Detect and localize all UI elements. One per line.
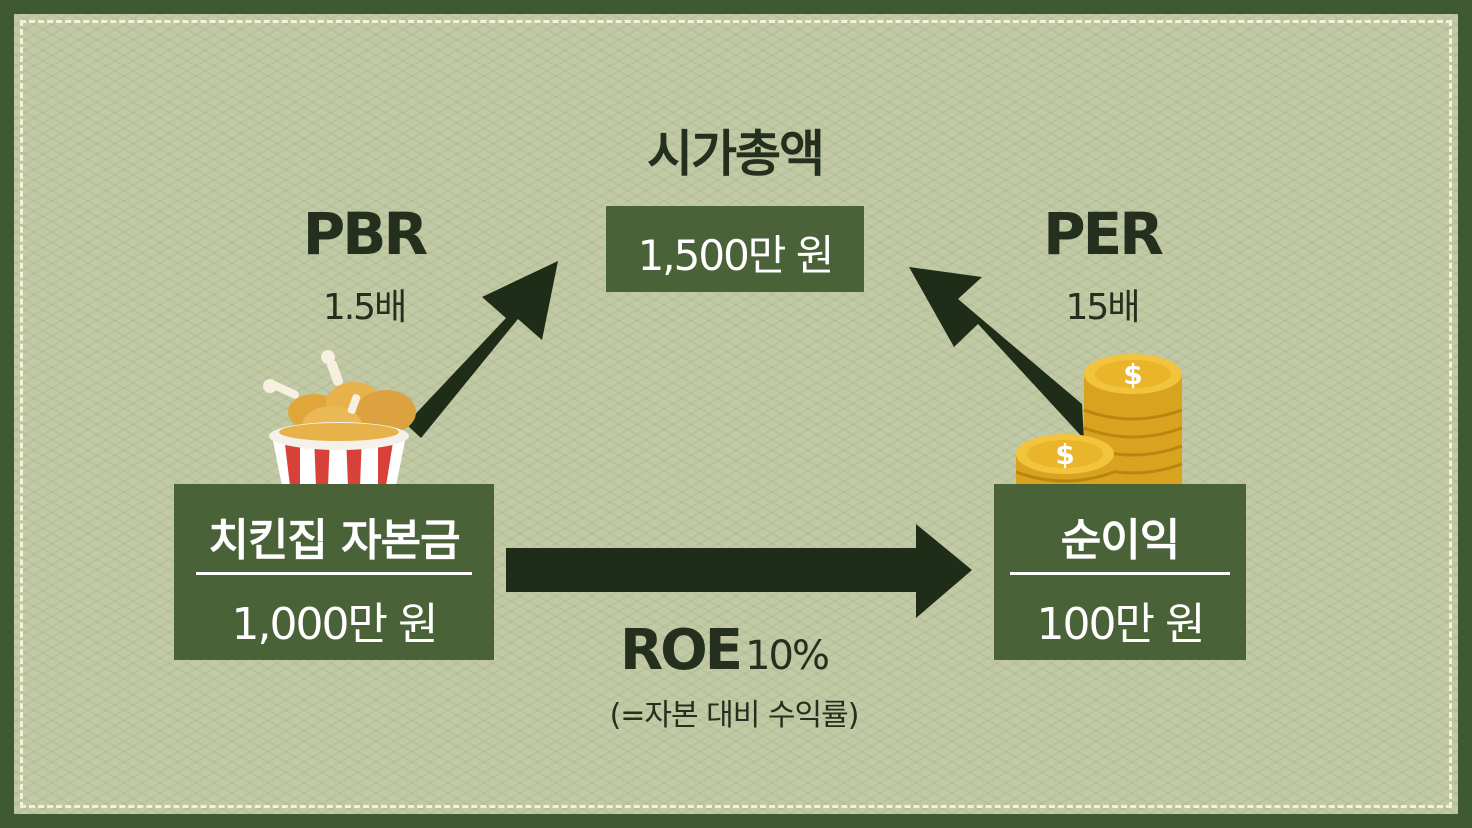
capital-title: 치킨집 자본금 (208, 515, 460, 566)
roe-name: ROE (620, 618, 743, 683)
pbr-value: 1.5배 (322, 287, 407, 328)
pbr-arrow (406, 261, 558, 438)
market-cap-value: 1,500만 원 (637, 231, 835, 280)
capital-box: 치킨집 자본금 1,000만 원 (174, 484, 494, 660)
pbr-label: PBR (302, 200, 428, 268)
net-profit-title: 순이익 (1060, 515, 1180, 566)
dollar-icon-small: $ (1055, 438, 1074, 471)
roe-description: (=자본 대비 수익률) (609, 698, 860, 733)
market-cap-title: 시가총액 (647, 125, 825, 183)
net-profit-box: 순이익 100만 원 (994, 484, 1246, 660)
per-arrow (909, 267, 1084, 439)
capital-divider (196, 572, 472, 575)
roe-label: ROE 10% (574, 618, 874, 683)
net-profit-value: 100만 원 (1036, 599, 1206, 650)
capital-value: 1,000만 원 (231, 599, 439, 650)
net-profit-divider (1010, 572, 1230, 575)
diagram-canvas: 시가총액 1,500만 원 PBR 1.5배 PER 15배 (14, 14, 1458, 814)
per-label: PER (1043, 200, 1164, 268)
roe-arrow (506, 524, 972, 618)
roe-value: 10% (745, 633, 830, 679)
market-cap-box: 1,500만 원 (606, 206, 864, 292)
dollar-icon-large: $ (1123, 358, 1142, 391)
fried-chicken-bucket-icon (263, 350, 416, 486)
arrows-layer (406, 261, 1084, 618)
gold-coin-stack-icon: $ $ (1015, 354, 1183, 486)
per-value: 15배 (1065, 287, 1141, 328)
